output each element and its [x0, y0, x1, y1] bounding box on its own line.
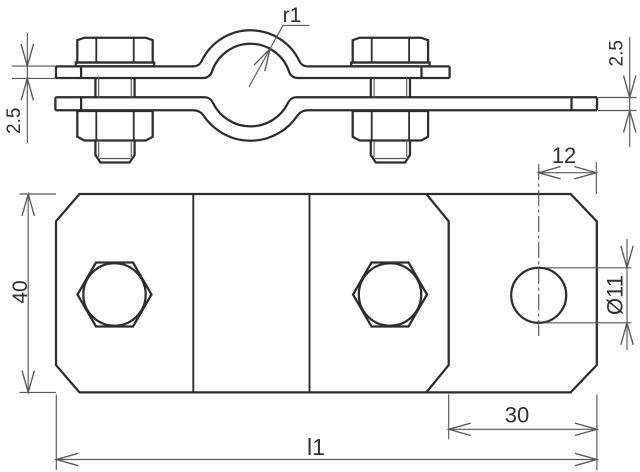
svg-text:2.5: 2.5: [4, 108, 25, 134]
svg-text:r1: r1: [283, 4, 302, 27]
svg-text:12: 12: [552, 143, 576, 168]
svg-text:40: 40: [9, 280, 32, 303]
svg-text:30: 30: [505, 403, 529, 428]
svg-text:Ø11: Ø11: [603, 275, 628, 315]
svg-text:l1: l1: [307, 434, 325, 460]
svg-text:2.5: 2.5: [606, 40, 627, 66]
